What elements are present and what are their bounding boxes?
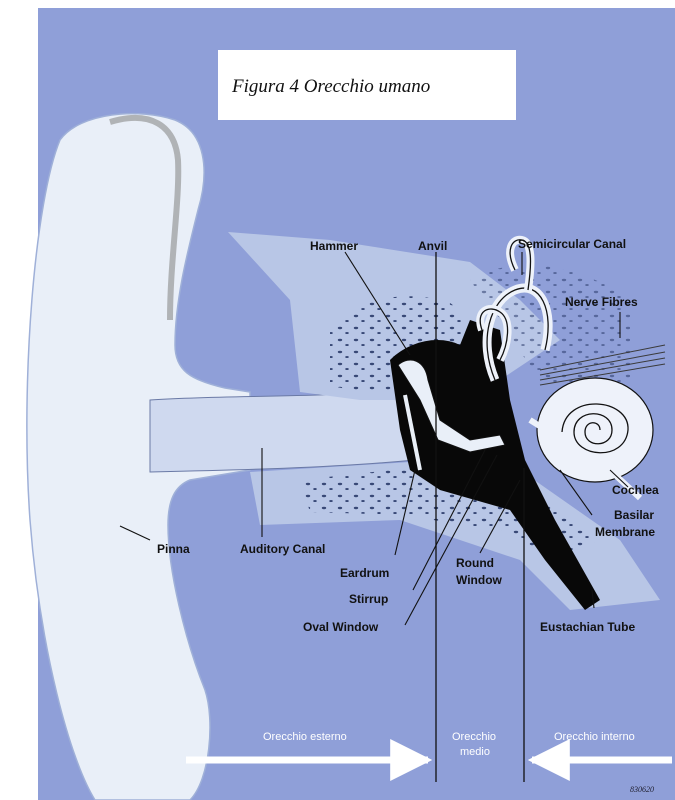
figure-title: Figura 4 Orecchio umano <box>231 76 430 97</box>
cochlea-shape <box>537 378 653 482</box>
label-cochlea: Cochlea <box>612 483 659 497</box>
label-basilar: Basilar <box>614 508 654 522</box>
zone-external: Orecchio esterno <box>263 731 347 743</box>
label-stirrup: Stirrup <box>349 592 388 606</box>
label-eustachian-tube: Eustachian Tube <box>540 620 635 634</box>
figure-code: 830620 <box>630 785 654 794</box>
label-pinna: Pinna <box>157 542 190 556</box>
label-eardrum: Eardrum <box>340 566 389 580</box>
label-anvil: Anvil <box>418 239 447 253</box>
label-nerve-fibres: Nerve Fibres <box>565 295 638 309</box>
zone-internal: Orecchio interno <box>554 731 635 743</box>
zone-middle-line1: Orecchio <box>452 731 496 743</box>
label-oval-window: Oval Window <box>303 620 379 634</box>
label-hammer: Hammer <box>310 239 358 253</box>
auditory-canal-shape <box>150 390 415 472</box>
label-semicircular-canal: Semicircular Canal <box>518 237 626 251</box>
label-window: Window <box>456 573 503 587</box>
label-auditory-canal: Auditory Canal <box>240 542 325 556</box>
label-membrane: Membrane <box>595 525 655 539</box>
label-round: Round <box>456 556 494 570</box>
white-margin-top <box>0 0 675 8</box>
zone-middle-line2: medio <box>460 746 490 758</box>
